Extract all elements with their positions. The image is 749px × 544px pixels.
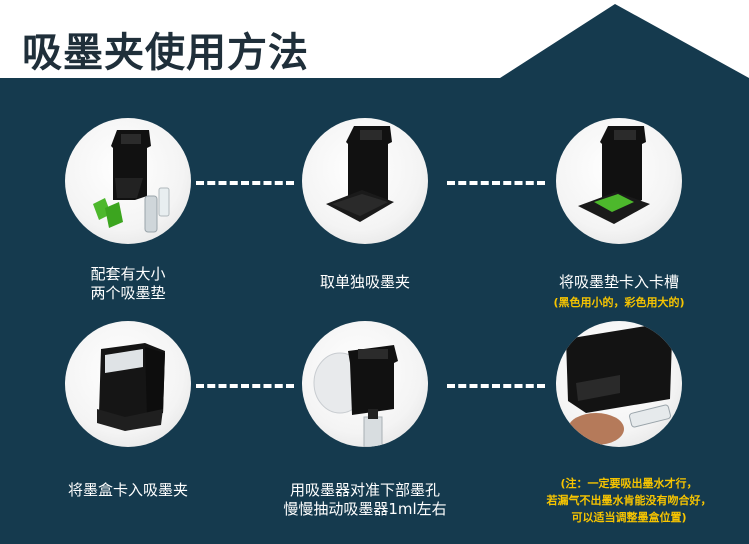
step1-caption-line1: 配套有大小 bbox=[90, 265, 166, 283]
step5-photo bbox=[302, 321, 428, 447]
step3-caption: 将吸墨垫卡入卡槽 bbox=[531, 273, 707, 292]
step6-note: (注：一定要吸出墨水才行， 若漏气不出墨水肯能没有吻合好， 可以适当调整墨盒位置… bbox=[516, 475, 742, 526]
cartridge-in-clip-image bbox=[97, 343, 165, 431]
syringe-drawing-ink-image bbox=[313, 345, 398, 447]
step2-caption-line1: 取单独吸墨夹 bbox=[319, 273, 410, 291]
step1-caption-line2: 两个吸墨垫 bbox=[90, 284, 166, 302]
step3-note-line1: (黑色用小的，彩色用大的) bbox=[553, 296, 685, 309]
step5-caption-line2: 慢慢抽动吸墨器1ml左右 bbox=[283, 500, 447, 518]
step6-photo bbox=[556, 321, 682, 447]
connector-dash bbox=[196, 384, 294, 388]
connector-dash bbox=[447, 384, 545, 388]
step1-caption: 配套有大小 两个吸墨垫 bbox=[40, 265, 216, 303]
step2-caption: 取单独吸墨夹 bbox=[277, 273, 453, 292]
syringe-on-cartridge-closeup-image bbox=[566, 325, 672, 445]
step6-note-line2: 若漏气不出墨水肯能没有吻合好， bbox=[546, 494, 712, 507]
connector-dash bbox=[196, 181, 294, 185]
step3-caption-line1: 将吸墨垫卡入卡槽 bbox=[558, 273, 679, 291]
step4-caption: 将墨盒卡入吸墨夹 bbox=[40, 481, 216, 500]
step2-photo bbox=[302, 118, 428, 244]
ink-clip-with-pads-image bbox=[93, 130, 170, 233]
step3-note: (黑色用小的，彩色用大的) bbox=[521, 294, 717, 311]
clip-with-pad-inserted-image bbox=[578, 126, 650, 224]
step6-note-line3: 可以适当调整墨盒位置) bbox=[571, 511, 687, 524]
step3-photo bbox=[556, 118, 682, 244]
step5-caption-line1: 用吸墨器对准下部墨孔 bbox=[289, 481, 440, 499]
step6-note-line1: (注：一定要吸出墨水才行， bbox=[560, 477, 698, 490]
step4-caption-line1: 将墨盒卡入吸墨夹 bbox=[67, 481, 188, 499]
step4-photo bbox=[65, 321, 191, 447]
page-title: 吸墨夹使用方法 bbox=[22, 30, 309, 76]
step5-caption: 用吸墨器对准下部墨孔 慢慢抽动吸墨器1ml左右 bbox=[262, 481, 468, 519]
single-ink-clip-image bbox=[326, 126, 394, 222]
step1-photo bbox=[65, 118, 191, 244]
connector-dash bbox=[447, 181, 545, 185]
